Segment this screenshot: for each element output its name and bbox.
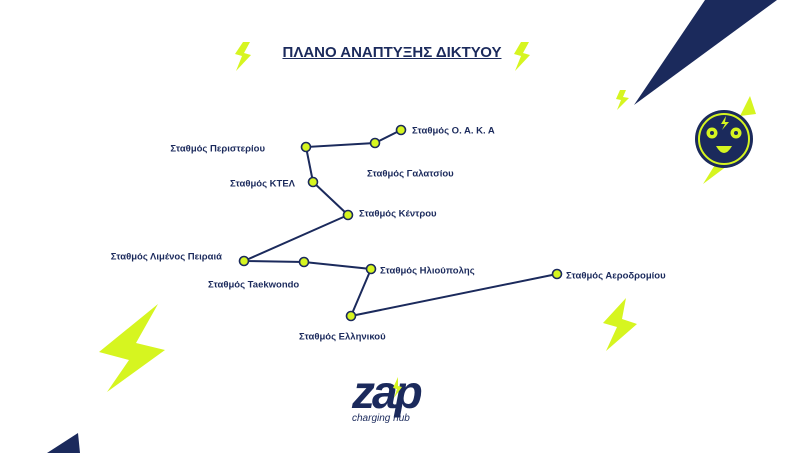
title-left-lightning-icon	[235, 42, 251, 71]
station-label-galatsi: Σταθμός Γαλατσίου	[367, 169, 454, 180]
station-node-taekwondo	[298, 256, 310, 268]
zap-logo: zap charging hub	[351, 366, 425, 424]
small-lightning-icon	[616, 90, 629, 110]
station-label-ktel: Σταθμός ΚΤΕΛ	[230, 179, 296, 190]
station-node-peristeri	[300, 141, 312, 153]
station-node-galatsi	[369, 137, 381, 149]
station-node-ktel	[307, 176, 319, 188]
station-nodes	[238, 124, 563, 322]
smiley-face-icon	[695, 96, 756, 184]
logo-word: zap	[351, 366, 422, 418]
bottom-left-triangle-decoration	[47, 433, 80, 453]
station-node-aerodromio	[551, 268, 563, 280]
station-node-oaka	[395, 124, 407, 136]
logo-bolt-icon	[393, 377, 402, 398]
station-label-taekwondo: Σταθμός Taekwondo	[208, 280, 299, 291]
station-node-ellinikon	[345, 310, 357, 322]
station-label-ilioupoli: Σταθμός Ηλιούπολης	[380, 266, 475, 277]
station-node-piraeus	[238, 255, 250, 267]
station-node-ilioupoli	[365, 263, 377, 275]
station-label-piraeus: Σταθμός Λιμένος Πειραιά	[111, 252, 222, 263]
station-node-kentro	[342, 209, 354, 221]
route-lines	[243, 129, 558, 318]
station-label-oaka: Σταθμός Ο. Α. Κ. Α	[412, 126, 495, 137]
station-label-ellinikon: Σταθμός Ελληνικού	[299, 332, 386, 343]
big-lightning-right-icon	[603, 298, 637, 351]
logo-tagline: charging hub	[352, 413, 410, 424]
station-label-peristeri: Σταθμός Περιστερίου	[170, 144, 265, 155]
slide-title: ΠΛΑΝΟ ΑΝΑΠΤΥΞΗΣ ΔΙΚΤΥΟΥ	[282, 44, 502, 61]
station-label-aerodromio: Σταθμός Αεροδρομίου	[566, 271, 666, 282]
title-right-lightning-icon	[514, 42, 530, 71]
top-right-triangle-decoration	[634, 0, 777, 105]
station-label-kentro: Σταθμός Κέντρου	[359, 209, 437, 220]
big-lightning-left-icon	[99, 304, 165, 392]
smiley-bolt-top	[740, 96, 756, 116]
route-line	[243, 129, 558, 318]
